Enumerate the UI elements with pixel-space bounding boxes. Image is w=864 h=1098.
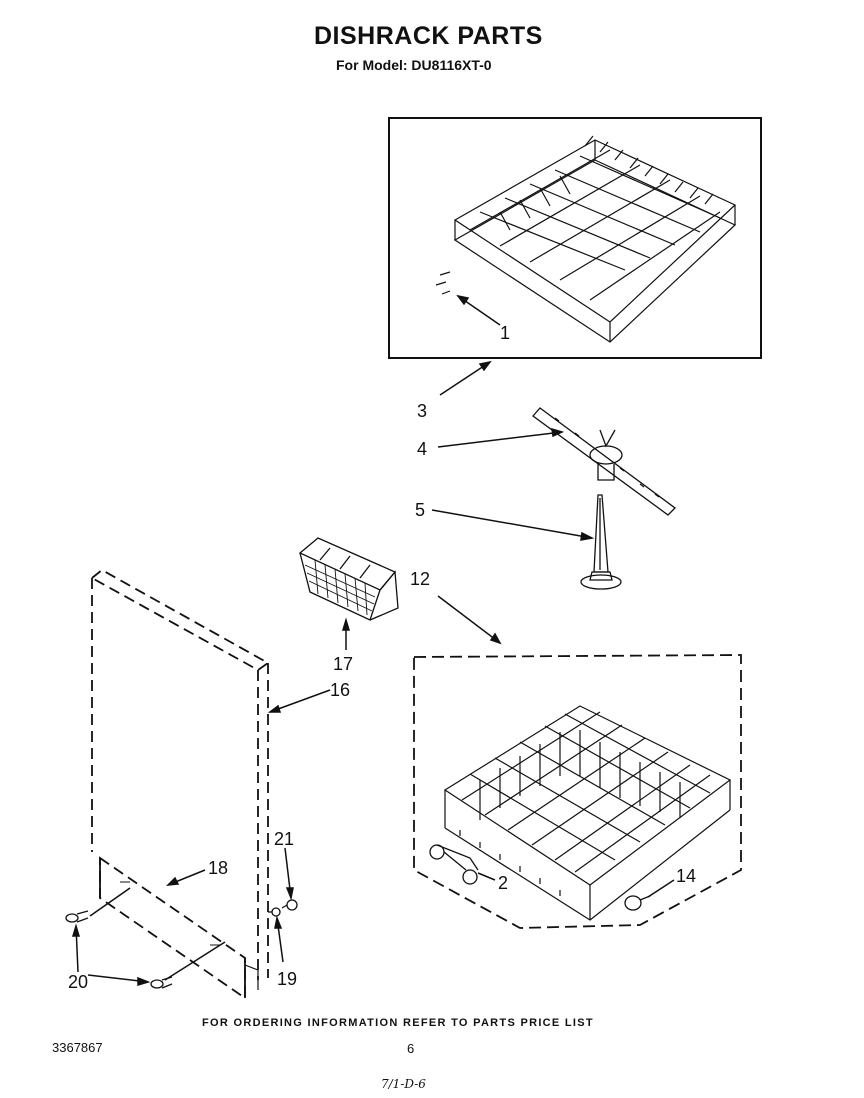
callout-19: 19 [277, 969, 297, 989]
callout-14: 14 [676, 866, 696, 886]
leader-5 [431, 509, 593, 539]
callout-20: 20 [68, 972, 88, 992]
leader-12 [437, 595, 501, 644]
leader-4 [437, 431, 563, 448]
callout-1: 1 [500, 323, 510, 343]
model-subtitle: For Model: DU8116XT-0 [336, 57, 492, 73]
callout-5: 5 [415, 500, 425, 520]
page-title: DISHRACK PARTS [314, 22, 543, 50]
callout-3: 3 [417, 401, 427, 421]
callout-21: 21 [274, 829, 294, 849]
handwritten-date: 7/1-D-6 [381, 1077, 426, 1091]
clip-illustration [268, 899, 298, 917]
lower-rack-illustration [443, 705, 732, 921]
leader-20c [89, 887, 131, 917]
document-number: 3367867 [52, 1040, 103, 1055]
spray-tube-illustration [580, 494, 622, 590]
upper-rack-frame [388, 117, 762, 359]
callout-16: 16 [330, 680, 350, 700]
leader-2 [477, 872, 496, 881]
callout-12: 12 [410, 569, 430, 589]
callout-18: 18 [208, 858, 228, 878]
lower-rack-frame [413, 654, 742, 929]
spray-arm-illustration [532, 407, 676, 516]
leader-14 [647, 879, 675, 898]
leader-16 [269, 689, 331, 713]
ordering-note: FOR ORDERING INFORMATION REFER TO PARTS … [202, 1017, 594, 1029]
callout-17: 17 [333, 654, 353, 674]
leader-20d [164, 941, 226, 981]
callout-2: 2 [498, 873, 508, 893]
rack-roller-illustration [624, 895, 651, 911]
upper-rack-illustration [435, 135, 737, 343]
roller-assembly-illustration [429, 844, 479, 885]
screw-illustration [65, 881, 220, 989]
door-panel-illustration [90, 568, 270, 980]
kick-plate-illustration [99, 856, 259, 1000]
callout-4: 4 [417, 439, 427, 459]
page-number: 6 [407, 1041, 415, 1056]
silverware-basket-illustration [298, 537, 399, 621]
